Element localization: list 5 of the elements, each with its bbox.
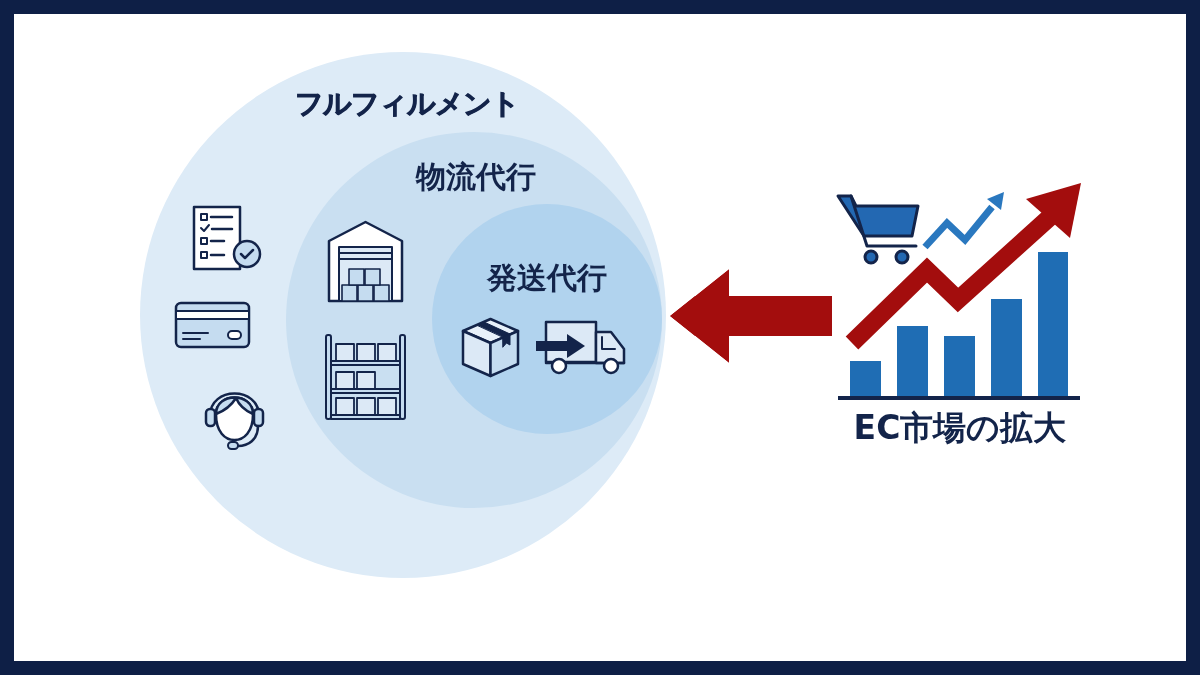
arrow <box>670 269 832 363</box>
circle-title: 物流代行 <box>416 159 536 195</box>
circle-title: フルフィルメント <box>295 87 519 121</box>
chart-caption: EC市場の拡大 <box>853 408 1067 448</box>
circle-title: 発送代行 <box>487 260 607 296</box>
